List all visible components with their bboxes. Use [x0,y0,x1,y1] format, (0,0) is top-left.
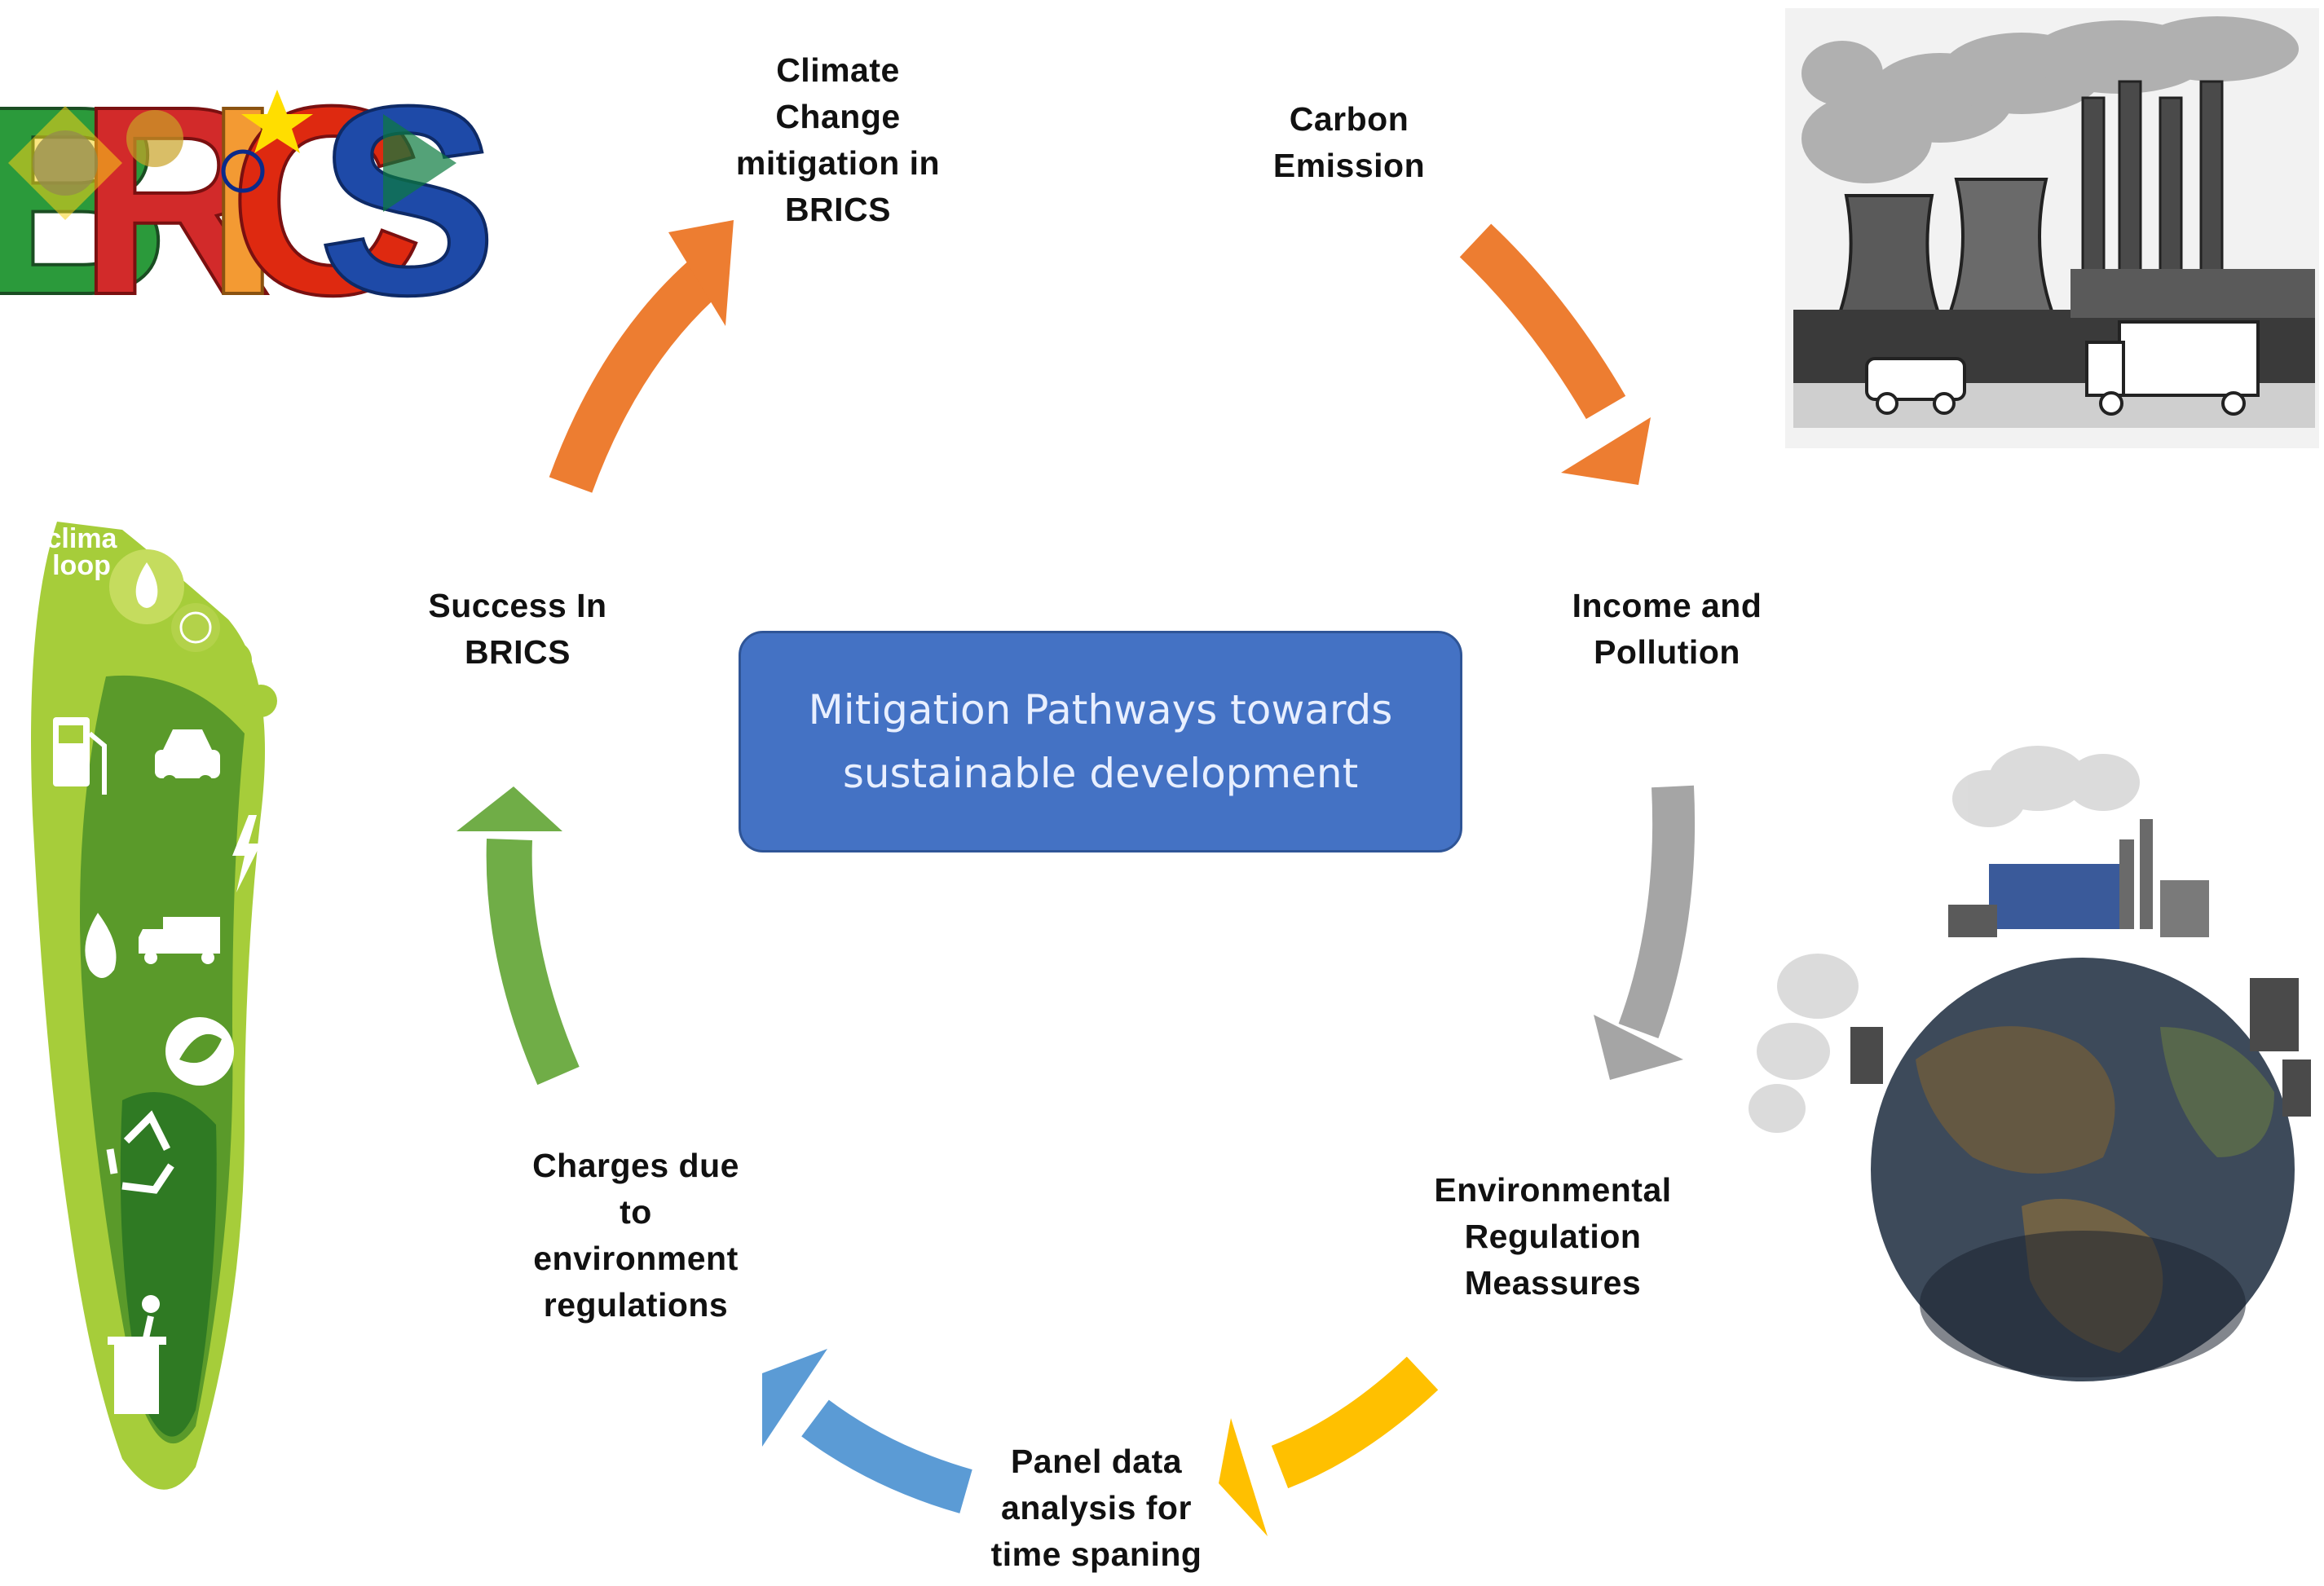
node-text: to [620,1193,652,1231]
leaf-flame-icon [85,913,117,978]
climaloop-brand: clima [46,523,118,554]
brics-logo: B R I C S [0,48,499,352]
center-box-line-2: sustainable development [842,750,1359,797]
trash-bin-icon [108,1295,166,1414]
factory-icon [1948,819,2209,937]
node-text: BRICS [784,191,892,228]
node-panel-data-analysis: Panel data analysis for time spaning [958,1438,1235,1578]
arrow-charges-to-success [456,786,580,1086]
climaloop-brand-2: loop [52,550,111,581]
node-text: time spaning [990,1535,1202,1573]
arrow-carbon-to-income [1459,223,1651,485]
arrow-panel-to-charges [762,1349,972,1513]
factory-image [1785,8,2319,448]
lightning-icon [232,815,261,892]
node-text: BRICS [464,633,571,671]
brics-letter-r: R [78,50,272,350]
smoke-icon [1749,746,2140,1133]
node-text: Regulation [1464,1218,1642,1255]
node-text: environment [533,1240,739,1277]
cooling-tower-icon-2 [1946,178,2057,319]
node-text: Pollution [1594,633,1740,671]
fuel-pump-icon [53,717,107,795]
arrow-regulation-to-panel [1219,1356,1439,1536]
node-income-pollution: Income and Pollution [1545,583,1789,676]
leaf-icon [165,1017,234,1086]
arrow-success-to-climate [549,220,734,493]
node-text: Carbon [1289,100,1409,138]
node-text: Environmental [1434,1171,1672,1209]
node-text: Success In [428,587,607,624]
truck-icon [139,917,220,964]
cooling-tower-icon [1836,194,1943,319]
car-icon [1865,357,1966,415]
co2-icon [179,611,212,644]
car-icon [155,729,220,790]
footprint-image: clima loop [31,522,277,1490]
recycle-icon [106,1110,174,1194]
truck-icon [2085,320,2260,416]
water-drop-icon [135,562,158,608]
node-text: Climate [776,51,900,89]
node-carbon-emission: Carbon Emission [1243,96,1455,189]
node-text: Change [775,98,901,135]
node-text: mitigation in [735,144,941,182]
globe-image [1749,746,2311,1381]
node-text: Charges due [532,1147,739,1184]
node-climate-change-mitigation: Climate Change mitigation in BRICS [708,47,968,233]
node-text: Meassures [1464,1264,1642,1302]
node-text: Panel data [1010,1443,1183,1480]
arrow-income-to-regulation [1594,785,1696,1080]
center-box-mitigation-pathways: Mitigation Pathways towards sustainable … [739,631,1462,852]
brics-letter-s: S [318,50,497,350]
brics-letter-i: I [205,50,280,350]
node-success-brics: Success In BRICS [404,583,632,676]
node-text: analysis for [1001,1489,1192,1527]
node-text: Emission [1272,147,1426,184]
node-environmental-regulation: Environmental Regulation Meassures [1402,1167,1704,1306]
brics-letter-b: B [0,50,170,350]
center-box-line-1: Mitigation Pathways towards [808,686,1393,734]
node-text: Income and [1572,587,1762,624]
node-charges-regulations: Charges due to environment regulations [501,1143,770,1328]
node-text: regulations [543,1286,729,1324]
